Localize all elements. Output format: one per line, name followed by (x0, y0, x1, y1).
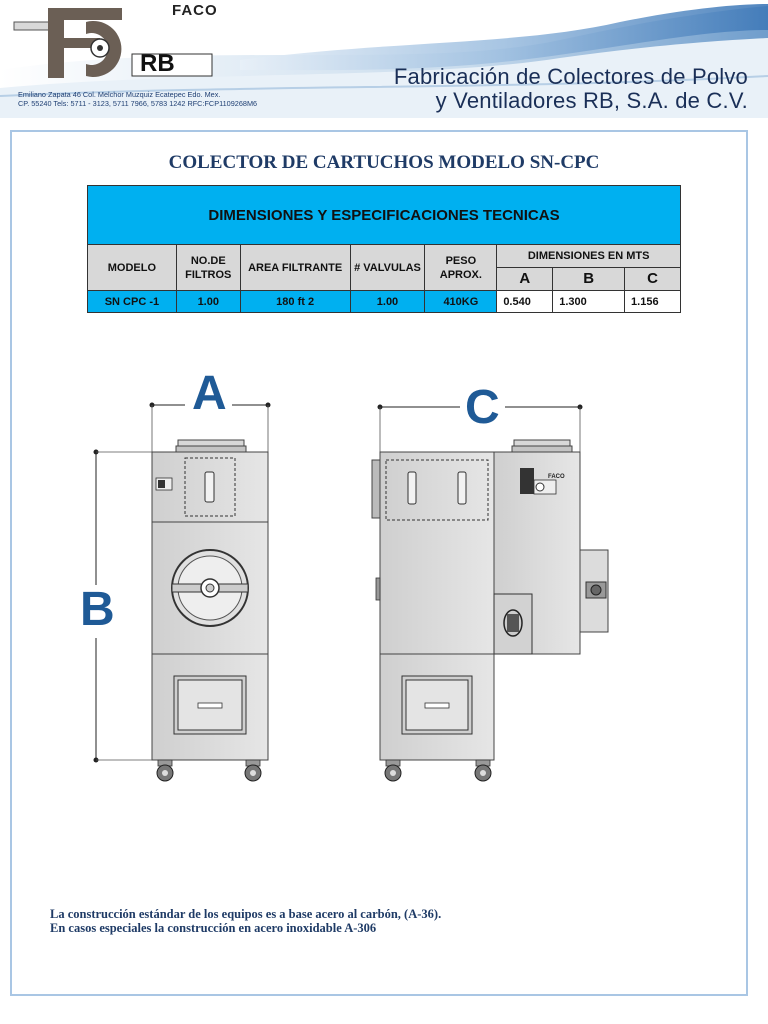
logo-faco-text: FACO (172, 2, 218, 19)
dimension-label-c: C (465, 381, 500, 434)
construction-note: La construcción estándar de los equipos … (50, 907, 441, 935)
specifications-table: DIMENSIONES Y ESPECIFICACIONES TECNICAS … (87, 185, 681, 313)
cell-filtros: 1.00 (175, 290, 241, 313)
header-dim-c: C (624, 267, 681, 291)
cell-valvulas: 1.00 (349, 290, 426, 313)
company-name-line-1: Fabricación de Colectores de Polvo (393, 64, 748, 89)
dimension-label-a: A (192, 367, 227, 420)
header-valvulas: # VALVULAS (349, 244, 426, 291)
side-view (371, 404, 609, 782)
table-band-title: DIMENSIONES Y ESPECIFICACIONES TECNICAS (87, 185, 681, 245)
letterhead: FACO RB Emiliano Zapata 46 Col. Melchor … (0, 0, 768, 118)
table-row: SN CPC -1 1.00 180 ft 2 1.00 410KG 0.540… (87, 290, 681, 313)
cell-area: 180 ft 2 (239, 290, 351, 313)
note-line-2: En casos especiales la construcción en a… (50, 921, 377, 935)
page-title: COLECTOR DE CARTUCHOS MODELO SN-CPC (168, 152, 600, 173)
caster-wheel (244, 759, 262, 782)
company-name-line-2: y Ventiladores RB, S.A. de C.V. (435, 88, 748, 113)
cell-peso: 410KG (424, 290, 498, 313)
cell-modelo: SN CPC -1 (87, 290, 177, 313)
cell-dim-a: 0.540 (496, 290, 554, 313)
address-line-2: CP. 55240 Tels: 5711 - 3123, 5711 7966, … (18, 99, 258, 108)
header-filtros: NO.DE FILTROS (175, 244, 241, 291)
caster-wheel (474, 759, 492, 782)
cell-dim-b: 1.300 (552, 290, 626, 313)
note-line-1: La construcción estándar de los equipos … (50, 907, 442, 921)
header-dimensiones: DIMENSIONES EN MTS (496, 244, 681, 268)
dimension-label-b: B (80, 583, 115, 636)
cell-dim-c: 1.156 (624, 290, 681, 313)
header-dim-a: A (496, 267, 554, 291)
collector-technical-drawing (93, 402, 609, 782)
header-area: AREA FILTRANTE (239, 244, 351, 291)
caster-wheel (156, 759, 174, 782)
front-view (93, 402, 271, 782)
company-logo (13, 8, 213, 78)
header-dim-b: B (552, 267, 626, 291)
machine-logo-text: FACO (548, 474, 565, 480)
header-peso: PESO APROX. (424, 244, 498, 291)
letterhead-wave-graphic (0, 4, 768, 118)
header-modelo: MODELO (87, 244, 177, 291)
logo-rb-text: RB (140, 50, 175, 77)
address-line-1: Emiliano Zapata 46 Col. Melchor Muzquiz … (18, 90, 221, 99)
caster-wheel (384, 759, 402, 782)
content-frame (10, 130, 748, 996)
